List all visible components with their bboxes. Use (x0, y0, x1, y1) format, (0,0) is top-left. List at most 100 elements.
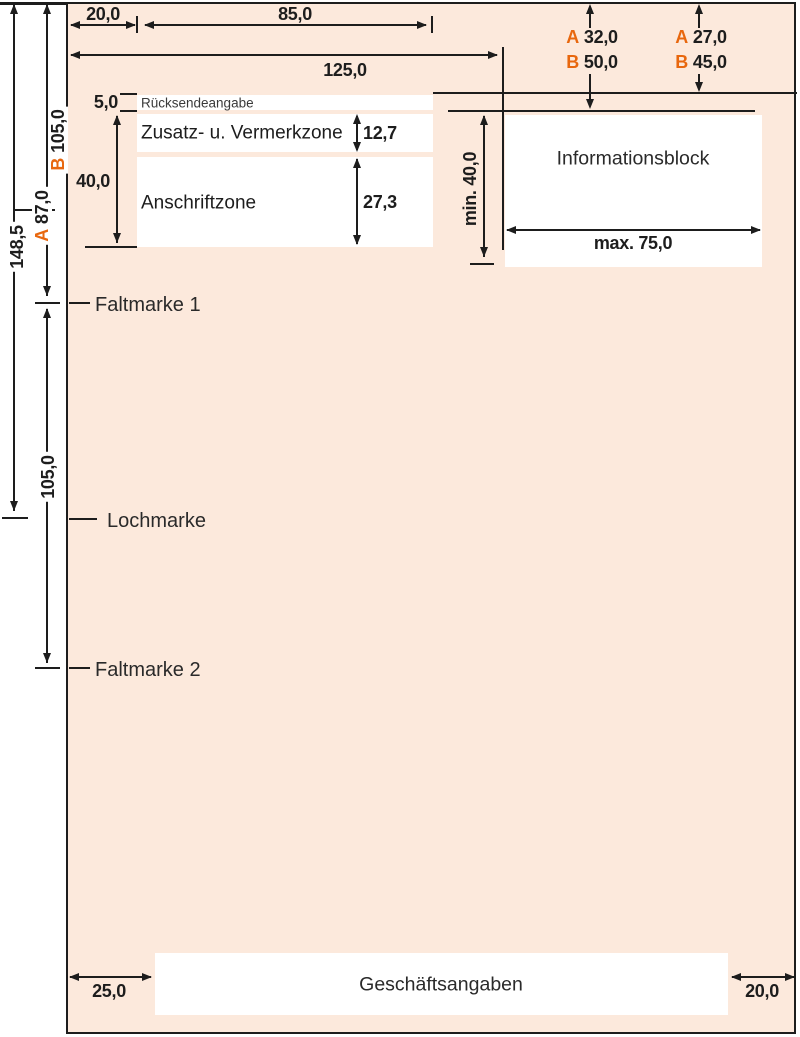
arrowhead-left (70, 50, 80, 59)
dim-prefix: A (675, 27, 688, 47)
dim-40-label: 40,0 (76, 171, 110, 191)
dim-85-end-tick (431, 16, 433, 33)
arrowhead-right (488, 50, 498, 59)
top-reference-line (0, 2, 66, 5)
arrowhead-up (694, 4, 703, 14)
info-left-guide-line (502, 47, 504, 250)
zusatz-vermerkzone-label: Zusatz- u. Vermerkzone (141, 122, 343, 144)
arrowhead-down (112, 233, 121, 243)
dim-min40-label: min. 40,0 (460, 151, 480, 227)
dim-loch-label: 148,5 (7, 222, 27, 272)
dim-127-label: 12,7 (363, 123, 397, 143)
dim-5-label: 5,0 (93, 92, 118, 112)
dim-value: 45,0 (692, 52, 727, 72)
dim-273-label: 27,3 (363, 192, 397, 212)
faltmarke1-tick (69, 302, 90, 304)
dim-5-tick-top (120, 93, 137, 95)
dim-value: 27,0 (692, 27, 727, 47)
dim-85-line (145, 24, 426, 26)
dim-25-label: 25,0 (92, 981, 126, 1001)
addr-top-reference-line (433, 92, 797, 94)
faltmarke2-label: Faltmarke 2 (95, 659, 201, 681)
dim-fold1-a-label: A 87,0 (32, 187, 52, 245)
dim-20-end-tick (136, 16, 138, 33)
arrowhead-down (352, 235, 361, 245)
dim-addrtop-line-lower (698, 74, 700, 83)
arrowhead-up (112, 115, 121, 125)
dim-addrtop-line-upper (698, 14, 700, 28)
dim-125-line (71, 54, 497, 56)
ruecksendeangabe-label: Rücksendeangabe (141, 95, 254, 111)
lochmarke-label: Lochmarke (107, 510, 206, 532)
arrowhead-left (69, 972, 79, 981)
arrowhead-up (352, 114, 361, 124)
dim-infotop-line-lower (589, 74, 591, 100)
arrowhead-up (479, 115, 488, 125)
dim-prefix: B (48, 157, 68, 171)
informationsblock-zone (505, 115, 762, 267)
arrowhead-right (142, 972, 152, 981)
arrowhead-down (42, 286, 51, 296)
arrowhead-down (585, 99, 594, 109)
faltmarke2-tick (69, 667, 90, 669)
arrowhead-left (70, 20, 80, 29)
zusatz-vermerkzone (137, 114, 433, 152)
dim-prefix: B (566, 52, 579, 72)
dim-value: 105,0 (48, 109, 68, 153)
dim-20-label: 20,0 (86, 4, 120, 24)
arrowhead-left (731, 972, 741, 981)
dim-value: 87,0 (32, 190, 52, 225)
dim-infotop-line-upper (589, 14, 591, 28)
geschaeftsangaben-zone (155, 953, 728, 1015)
dim-foldgap-end-tick (35, 667, 60, 669)
faltmarke1-label: Faltmarke 1 (95, 294, 201, 316)
dim-value: 50,0 (583, 52, 618, 72)
dim-85-label: 85,0 (278, 4, 312, 24)
dim-fold1-b-label: B 105,0 (48, 106, 68, 174)
anschriftzone (137, 157, 433, 247)
dim-prefix: A (566, 27, 579, 47)
arrowhead-up (585, 4, 594, 14)
arrowhead-right (417, 20, 427, 29)
dim-273-line (356, 159, 358, 244)
lochmarke-tick (69, 518, 97, 520)
arrowhead-left (506, 225, 516, 234)
geschaeftsangaben-label: Geschäftsangaben (359, 973, 523, 996)
arrowhead-down (694, 82, 703, 92)
arrowhead-up (42, 4, 51, 14)
arrowhead-down (352, 142, 361, 152)
informationsblock-label: Informationsblock (556, 147, 710, 170)
dim-40-line (116, 116, 118, 243)
dim-prefix: B (675, 52, 688, 72)
arrowhead-down (42, 653, 51, 663)
dim-125-label: 125,0 (323, 60, 367, 80)
dim-40-end-tick (85, 246, 137, 248)
dim-max75-label: max. 75,0 (593, 233, 673, 253)
dim-25-line (70, 976, 151, 978)
dim-loch-end-tick (2, 517, 28, 519)
dim-fold1-line (46, 5, 48, 296)
dim-prefix: A (32, 229, 52, 242)
dim-20-line (71, 24, 135, 26)
arrowhead-up (352, 158, 361, 168)
arrowhead-up (42, 308, 51, 318)
dim-footer20-label: 20,0 (745, 981, 779, 1001)
arrowhead-right (785, 972, 795, 981)
arrowhead-up (9, 4, 18, 14)
dim-foldgap-label: 105,0 (38, 452, 58, 502)
dim-value: 32,0 (583, 27, 618, 47)
arrowhead-right (751, 225, 761, 234)
anschriftzone-label: Anschriftzone (141, 192, 257, 214)
arrowhead-left (144, 20, 154, 29)
dim-fold1-end-tick (35, 302, 60, 304)
arrowhead-down (479, 247, 488, 257)
dim-footer20-line (732, 976, 794, 978)
dim-min40-line (483, 116, 485, 257)
ruecksendeangabe-zone (137, 95, 433, 110)
dim-max75-line (507, 229, 760, 231)
